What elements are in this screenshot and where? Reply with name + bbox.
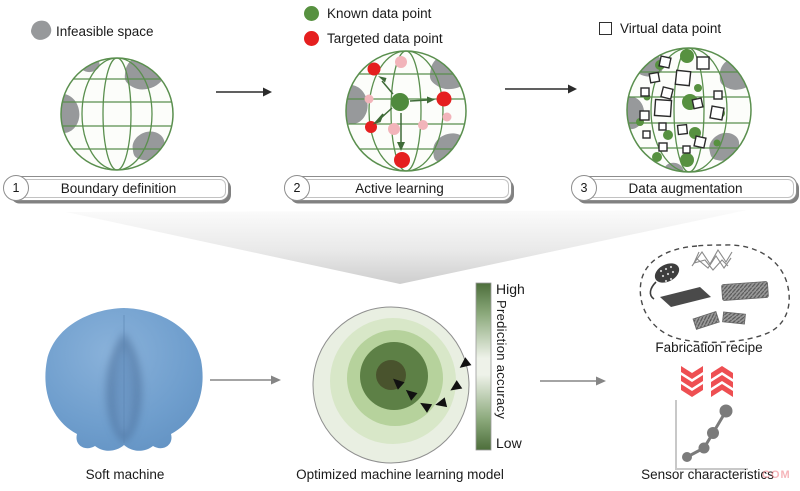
arrow-model-to-output	[540, 376, 606, 386]
arrow-step1-to-step2	[216, 87, 272, 97]
knit-swatch-icon	[649, 263, 680, 300]
funnel-shape	[66, 210, 747, 284]
step-label: Boundary definition	[11, 179, 226, 198]
globe-grid	[61, 58, 173, 170]
step-number-1: 1	[3, 175, 29, 201]
arrow-step2-to-step3	[505, 84, 577, 94]
soft-machine-label: Soft machine	[85, 467, 165, 482]
colorbar-high-label: High	[496, 281, 525, 297]
step-pill-data-augmentation: Data augmentation	[574, 176, 797, 201]
watermark-text: COM	[762, 469, 791, 481]
sensor-characteristics-chart	[675, 400, 748, 470]
step-pill-active-learning: Active learning	[287, 176, 512, 201]
sensor-characteristics-label: Sensor characteristics	[641, 467, 774, 482]
step-pill-boundary-definition: Boundary definition	[8, 176, 229, 201]
prediction-accuracy-colorbar	[475, 282, 492, 451]
infeasible-space-label: Infeasible space	[56, 24, 154, 39]
virtual-data-point-icon	[599, 22, 612, 35]
candidate-data-points	[364, 56, 452, 135]
targeted-data-point-icon	[304, 31, 319, 46]
optimization-path-arrowheads	[393, 357, 472, 413]
arrow-machine-to-model	[210, 375, 281, 385]
sampling-arrows	[372, 76, 435, 151]
step-label: Data augmentation	[577, 179, 794, 198]
targeted-data-point-label: Targeted data point	[327, 31, 443, 46]
globe-active-learning	[345, 50, 467, 172]
small-swatch-icon	[722, 311, 746, 325]
virtual-data-points	[639, 55, 725, 154]
colorbar-axis-label: Prediction accuracy	[494, 300, 509, 420]
known-data-point-center	[391, 93, 409, 111]
small-swatch-icon	[692, 311, 720, 330]
fabrication-recipe-illustration	[639, 244, 790, 344]
colorbar-low-label: Low	[496, 435, 522, 451]
step-label: Active learning	[290, 179, 509, 198]
known-data-point-icon	[304, 6, 319, 21]
chevrons-down-icon	[681, 366, 703, 397]
globe-boundary-definition	[60, 57, 174, 171]
dark-swatch-icon	[660, 287, 711, 307]
known-data-point-label: Known data point	[327, 6, 432, 21]
soft-machine-illustration	[45, 308, 203, 451]
step-number-3: 3	[571, 175, 597, 201]
fabrication-recipe-label: Fabrication recipe	[655, 340, 763, 355]
virtual-data-point-label: Virtual data point	[620, 21, 722, 36]
ml-model-rings	[312, 306, 472, 464]
tuning-chevrons	[681, 366, 733, 397]
textured-swatch-icon	[721, 281, 769, 301]
ml-model-label: Optimized machine learning model	[296, 467, 504, 482]
globe-data-augmentation	[626, 47, 752, 173]
chevrons-up-icon	[711, 366, 733, 397]
infeasible-space-icon	[31, 20, 52, 40]
fiber-scribble-icon	[691, 248, 733, 271]
step-number-2: 2	[284, 175, 310, 201]
